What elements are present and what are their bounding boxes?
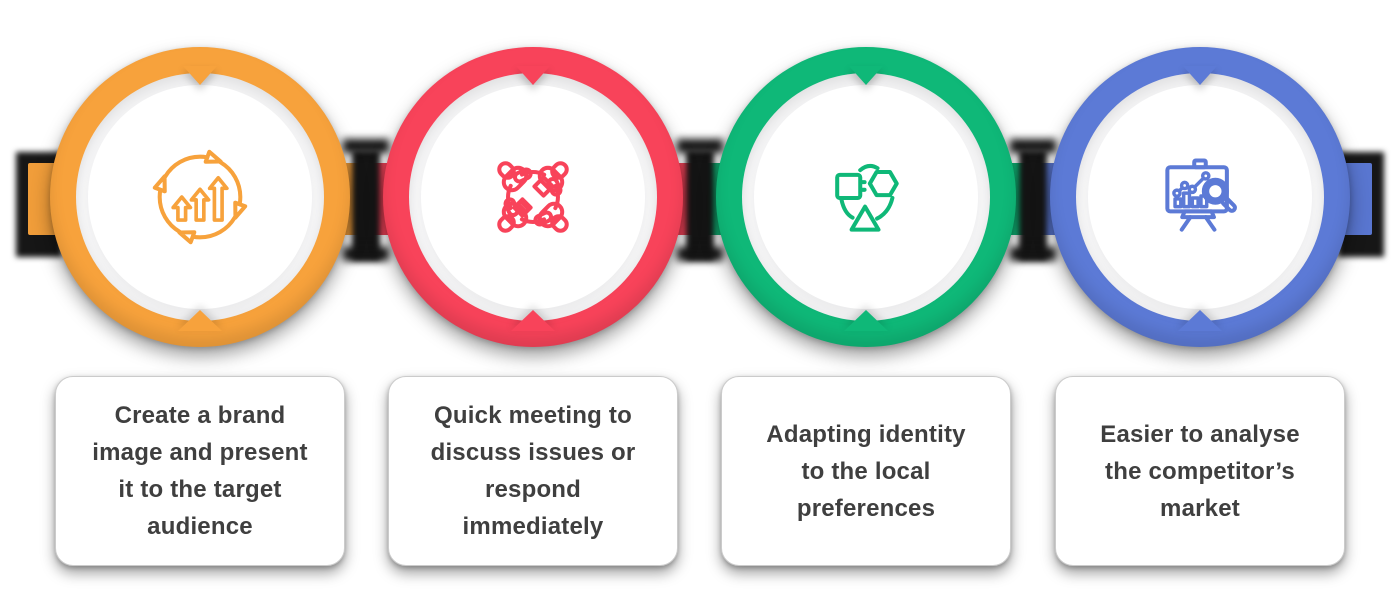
step-label: Quick meeting to discuss issues or respo…: [430, 402, 636, 540]
circle-core: [754, 85, 978, 309]
step-card: Easier to analyse the competitor’s marke…: [1055, 376, 1345, 566]
notch-top: [516, 66, 550, 85]
step-label: Adapting identity to the local preferenc…: [766, 420, 966, 522]
notch-top: [849, 66, 883, 85]
circle-core: [421, 85, 645, 309]
notch-bottom: [1178, 310, 1222, 331]
circle-core: [88, 85, 312, 309]
notch-bottom: [178, 310, 222, 331]
step-card: Adapting identity to the local preferenc…: [721, 376, 1011, 566]
shapes-adaptation-icon: [818, 149, 914, 245]
market-analysis-board-icon: [1152, 149, 1248, 245]
notch-bottom: [511, 310, 555, 331]
step-circle: [50, 47, 350, 347]
growth-arrows-cycle-icon: [152, 149, 248, 245]
notch-top: [183, 66, 217, 85]
step-brand-image: Create a brand image and present it to t…: [28, 0, 372, 604]
step-circle: [716, 47, 1016, 347]
notch-bottom: [844, 310, 888, 331]
step-circle: [1050, 47, 1350, 347]
step-card: Quick meeting to discuss issues or respo…: [388, 376, 678, 566]
notch-top: [1183, 66, 1217, 85]
step-label: Easier to analyse the competitor’s marke…: [1100, 420, 1300, 522]
step-label: Create a brand image and present it to t…: [92, 402, 308, 540]
step-adapting-identity: Adapting identity to the local preferenc…: [694, 0, 1038, 604]
step-card: Create a brand image and present it to t…: [55, 376, 345, 566]
step-competitor-analysis: Easier to analyse the competitor’s marke…: [1028, 0, 1372, 604]
meeting-hands-icon: [485, 149, 581, 245]
step-quick-meeting: Quick meeting to discuss issues or respo…: [361, 0, 705, 604]
step-circle: [383, 47, 683, 347]
